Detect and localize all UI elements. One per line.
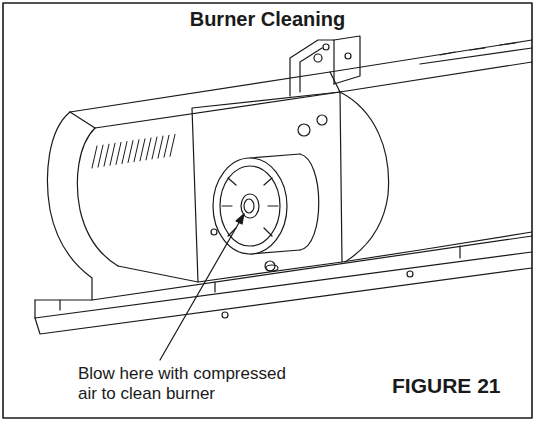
burner	[213, 154, 319, 254]
instruction-note: Blow here with compressed air to clean b…	[78, 364, 296, 405]
cooling-fin	[104, 144, 109, 166]
cooling-fin	[98, 145, 103, 167]
cooling-fin	[146, 138, 151, 160]
figure-frame	[3, 3, 532, 418]
cooling-fin	[152, 137, 157, 159]
housing-side	[47, 112, 175, 300]
figure-title: Burner Cleaning	[0, 8, 535, 31]
leader-line	[160, 214, 244, 360]
cooling-fin	[128, 141, 133, 163]
reflector-end	[340, 92, 532, 262]
cooling-fin	[122, 142, 127, 164]
cooling-fin	[116, 142, 121, 164]
figure-number: FIGURE 21	[392, 374, 501, 398]
cooling-fin	[164, 135, 169, 157]
cooling-fin	[158, 136, 163, 158]
cooling-fin	[140, 139, 145, 161]
cooling-fin	[134, 140, 139, 162]
cooling-fin	[92, 146, 97, 168]
bottom-tray	[35, 236, 532, 334]
leader-arrowhead	[236, 214, 244, 224]
reflector-body	[70, 40, 532, 128]
mounting-bracket	[290, 36, 360, 96]
cooling-fin	[170, 134, 175, 156]
back-plate	[118, 92, 342, 282]
cooling-fin	[110, 143, 115, 165]
